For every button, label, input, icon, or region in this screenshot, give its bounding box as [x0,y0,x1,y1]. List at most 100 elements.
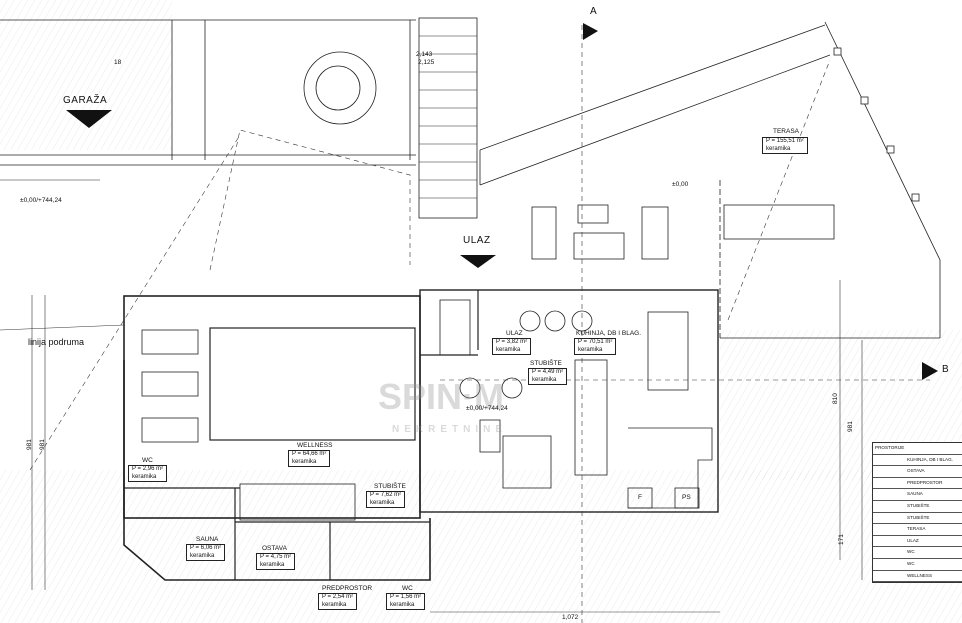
room-wellness-floor: keramika [292,458,317,465]
basement-stairs [239,483,356,521]
fridge-label: F [638,494,642,501]
dimension-981-right: 981 [847,421,854,432]
room-stubiste-upper-area: P = 4,49 m² [532,369,564,375]
room-stubiste-upper-name: STUBIŠTE [530,360,562,367]
tree [315,65,361,111]
room-wc-bottom-box: P = 1,56 m² keramika [386,593,426,610]
section-b-marker [922,362,938,380]
legend-row: WELLNESS [873,571,962,583]
room-ulaz-area: P = 3,82 m² [496,339,528,345]
watermark-logo: SPIN·M [378,376,504,417]
room-stubiste-lower-name: STUBIŠTE [374,483,406,490]
fridge [627,487,653,509]
room-kuhinja-name: KUHINJA, DB I BLAG. [576,330,642,337]
entrance-label: ULAZ [463,235,491,246]
room-ostava-box: P = 4,75 m² keramika [256,553,296,570]
section-a-label: A [590,6,598,17]
dimension-171: 171 [838,534,845,545]
dimension-810: 810 [832,393,839,404]
room-wc-left-area: P = 2,96 m² [132,466,164,472]
terrace-posts [833,47,920,202]
room-wc-left-floor: keramika [132,473,157,480]
room-wc-bottom-area: P = 1,56 m² [390,594,422,600]
lounger [141,329,199,355]
terrain-hatch-top-left [0,0,172,150]
terrain-hatch-bottom [0,470,962,623]
legend-row: SAUNA [873,489,962,501]
tree [303,51,377,125]
room-ulaz-name: ULAZ [506,330,523,337]
entrance-arrow [460,255,496,268]
basement-lower-walls [123,360,431,581]
room-wc-bottom-name: WC [402,585,413,592]
room-stubiste-upper-floor: keramika [532,376,557,383]
room-legend-table: PROSTORIJE KUHINJA, DB I BLAG. OSTAVA PR… [872,442,962,584]
dimension-1072: 1,072 [562,614,579,621]
room-ostava-area: P = 4,75 m² [260,554,292,560]
room-kuhinja-box: P = 70,51 m² keramika [574,338,617,355]
section-a-marker [583,23,598,40]
room-terasa-box: P = 155,51 m² keramika [762,137,808,154]
sofa [502,435,552,489]
stair-dimension-1: 2,143 [416,51,433,58]
terrace-lounger [641,206,669,260]
terrace-edge [824,21,941,338]
chair [519,310,541,332]
room-terasa-area: P = 155,51 m² [766,138,804,144]
chair [459,377,481,399]
dimension-981-b: 981 [39,439,46,450]
room-ulaz-box: P = 3,82 m² keramika [492,338,532,355]
room-preprostor-floor: keramika [322,601,347,608]
legend-row: PREDPROSTOR [873,478,962,490]
legend-row: KUHINJA, DB I BLAG. [873,455,962,467]
room-sauna-floor: keramika [190,552,215,559]
elevation-center: ±0,00/+744,24 [466,405,508,412]
stair-treads [419,35,477,199]
dimension-18: 18 [114,59,122,66]
dimension-981-a: 981 [26,439,33,450]
room-sauna-area: P = 6,06 m² [190,545,222,551]
garage-arrow [66,110,112,128]
room-stubiste-lower-box: P = 7,62 m² keramika [366,491,406,508]
room-terasa-name: TERASA [773,128,800,135]
legend-row: ULAZ [873,536,962,548]
room-preprostor-box: P = 2,54 m² keramika [318,593,358,610]
exterior-stairs [418,17,478,219]
terrace-bench [573,232,625,260]
room-ulaz-floor: keramika [496,346,521,353]
room-wc-bottom-floor: keramika [390,601,415,608]
legend-row: TERASA [873,524,962,536]
basement-line-label: linija podruma [28,337,85,347]
room-ostava-name: OSTAVA [262,545,287,552]
room-sauna-name: SAUNA [196,536,219,543]
legend-row: STUBIŠTE [873,501,962,513]
lounger [141,371,199,397]
elevation-left: ±0,00/+744,24 [20,197,62,204]
ulaz-cabinet [439,299,471,356]
ps-label: PS [682,494,691,501]
legend-row: OSTAVA [873,466,962,478]
lounger [141,417,199,443]
dashed-outline [727,59,831,321]
room-ostava-floor: keramika [260,561,285,568]
room-stubiste-upper-box: P = 4,49 m² keramika [528,368,568,385]
dashed-outline [29,134,241,471]
room-preprostor-name: PREDPROSTOR [322,585,373,592]
legend-row: WC [873,559,962,571]
room-wc-left-name: WC [142,457,153,464]
stair-dimension-2: 2,125 [418,59,435,66]
garage-label: GARAŽA [63,95,108,106]
room-wellness-box: P = 64,66 m² keramika [288,450,331,467]
elevation-right: ±0,00 [672,181,689,188]
room-wellness-name: WELLNESS [297,442,333,449]
room-sauna-box: P = 6,06 m² keramika [186,544,226,561]
section-b-label: B [942,364,950,375]
interior-stairs [574,359,608,476]
room-terasa-floor: keramika [766,145,791,152]
room-stubiste-lower-floor: keramika [370,499,395,506]
dimension-lines [0,280,863,613]
room-stubiste-lower-area: P = 7,62 m² [370,492,402,498]
room-preprostor-area: P = 2,54 m² [322,594,354,600]
terrain-line [479,24,826,151]
